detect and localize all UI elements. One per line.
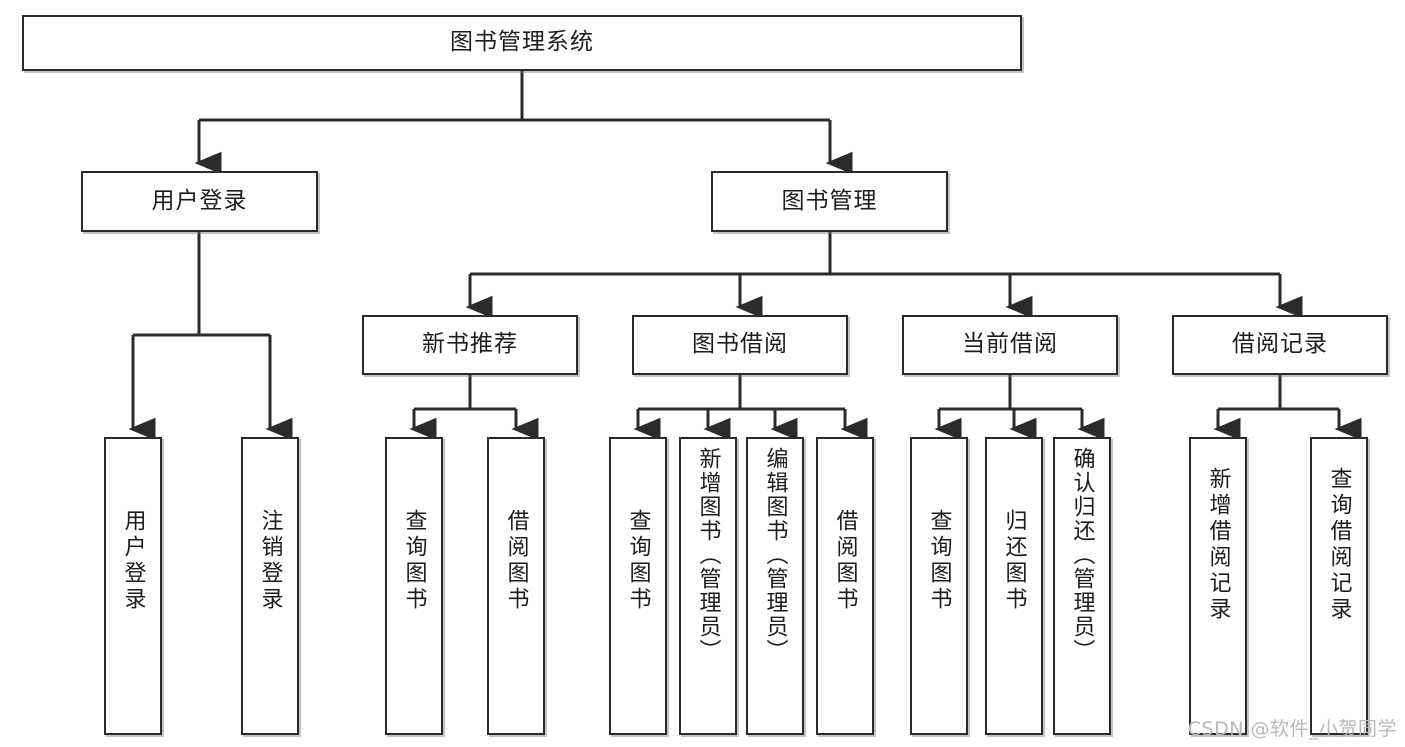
node-label: 归还图书 — [1001, 509, 1027, 613]
node-leaf-borrow-query-book[interactable]: 查询图书 — [609, 437, 667, 735]
node-label: 图书管理系统 — [450, 29, 594, 56]
node-leaf-borrow-lend-book[interactable]: 借阅图书 — [816, 437, 874, 735]
node-label: 新增图书（管理员） — [695, 447, 721, 663]
node-label: 当前借阅 — [962, 331, 1058, 358]
node-current-borrow[interactable]: 当前借阅 — [902, 315, 1118, 375]
node-user-login[interactable]: 用户登录 — [81, 171, 318, 232]
edge-recommend-to-leaves — [409, 375, 539, 441]
node-borrow-record[interactable]: 借阅记录 — [1172, 315, 1388, 375]
node-label: 借阅图书 — [832, 509, 858, 613]
node-book-management[interactable]: 图书管理 — [711, 171, 948, 232]
node-leaf-record-add[interactable]: 新增借阅记录 — [1189, 437, 1247, 735]
node-label: 注销登录 — [257, 509, 283, 613]
node-label: 查询图书 — [625, 509, 651, 613]
edge-bookborrow-to-leaves — [633, 375, 868, 441]
node-leaf-borrow-edit-book-admin[interactable]: 编辑图书（管理员） — [746, 437, 804, 735]
node-label: 新书推荐 — [422, 331, 518, 358]
node-leaf-current-confirm-return-admin[interactable]: 确认归还（管理员） — [1053, 437, 1111, 735]
node-label: 借阅图书 — [503, 509, 529, 613]
node-label: 编辑图书（管理员） — [762, 447, 788, 663]
edge-borrowrecord-to-leaves — [1213, 375, 1362, 441]
node-leaf-current-return-book[interactable]: 归还图书 — [985, 437, 1043, 735]
node-label: 查询图书 — [926, 509, 952, 613]
node-label: 查询借阅记录 — [1326, 467, 1352, 623]
node-book-borrow[interactable]: 图书借阅 — [632, 315, 848, 375]
node-label: 图书借阅 — [692, 331, 788, 358]
edge-userlogin-to-leaves — [128, 232, 293, 441]
node-leaf-current-query-book[interactable]: 查询图书 — [910, 437, 968, 735]
edge-currentborrow-to-leaves — [934, 375, 1105, 441]
node-label: 新增借阅记录 — [1205, 467, 1231, 623]
node-label: 图书管理 — [781, 187, 878, 214]
edge-root-to-level2 — [194, 71, 853, 175]
edge-bookmanage-to-level3 — [465, 232, 1303, 319]
node-label: 确认归还（管理员） — [1069, 447, 1095, 663]
node-root-book-management-system[interactable]: 图书管理系统 — [22, 15, 1022, 71]
node-leaf-user-logout[interactable]: 注销登录 — [241, 437, 299, 735]
node-label: 用户登录 — [151, 187, 248, 214]
node-leaf-recommend-query-book[interactable]: 查询图书 — [385, 437, 443, 735]
watermark-text: CSDN @软件_小贺同学 — [1187, 718, 1397, 740]
node-leaf-record-query[interactable]: 查询借阅记录 — [1310, 437, 1368, 735]
node-label: 用户登录 — [120, 509, 146, 613]
node-leaf-user-login[interactable]: 用户登录 — [104, 437, 162, 735]
node-leaf-borrow-add-book-admin[interactable]: 新增图书（管理员） — [679, 437, 737, 735]
node-label: 借阅记录 — [1232, 331, 1328, 358]
node-leaf-recommend-borrow-book[interactable]: 借阅图书 — [487, 437, 545, 735]
node-label: 查询图书 — [401, 509, 427, 613]
node-new-book-recommend[interactable]: 新书推荐 — [362, 315, 578, 375]
